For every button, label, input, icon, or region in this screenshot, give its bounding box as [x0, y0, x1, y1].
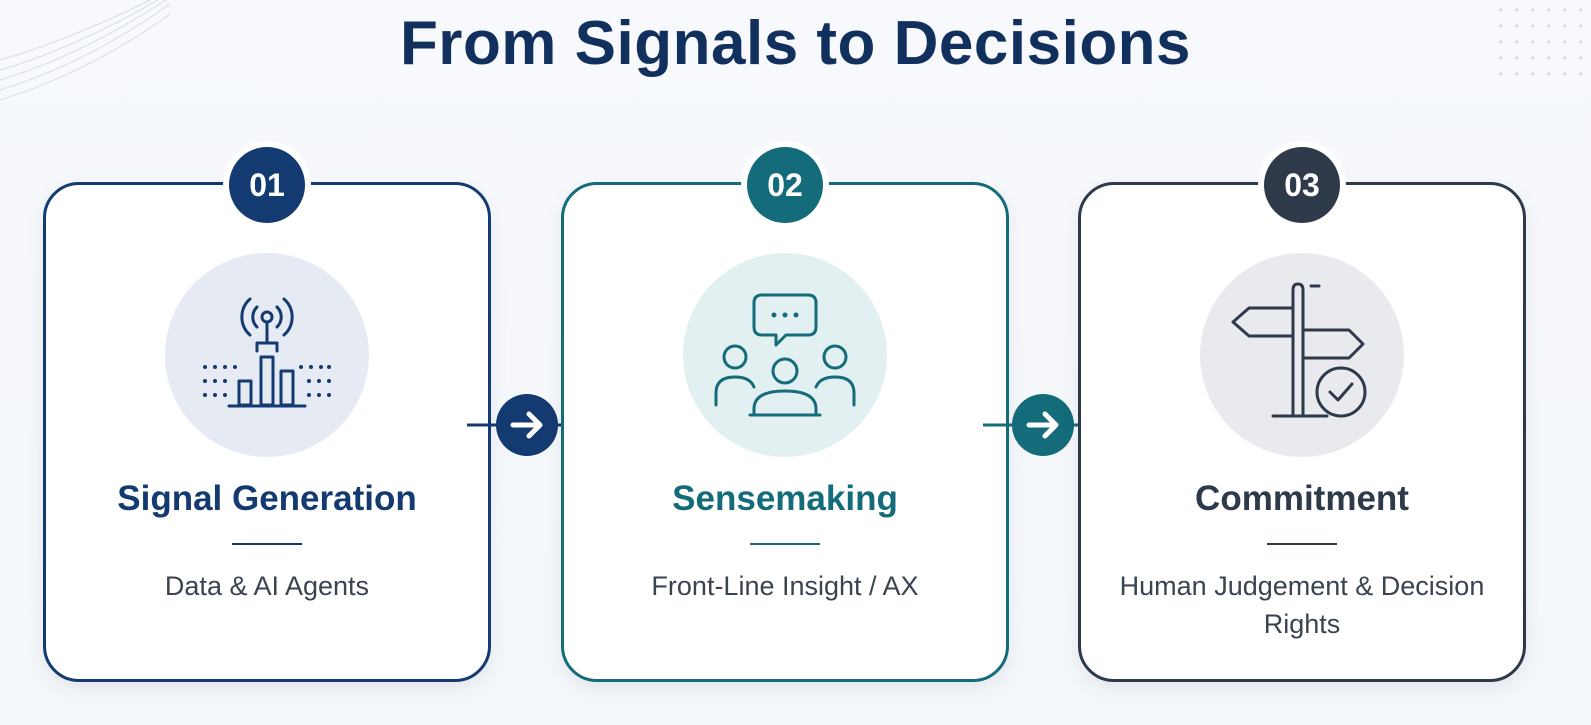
signal-tower-icon	[203, 297, 331, 408]
icon-circle	[1200, 253, 1404, 457]
step-subtitle: Human Judgement & Decision Rights	[1119, 571, 1485, 639]
signpost-check-icon	[1231, 282, 1367, 418]
title-divider	[232, 543, 302, 545]
decorative-curves	[0, 0, 170, 101]
step-card-commitment: 03 Commitment Human Judgement & Decision…	[1078, 147, 1526, 682]
team-chat-icon	[714, 293, 856, 417]
step-title: Sensemaking	[672, 479, 898, 518]
step-number-badge: 03	[1264, 147, 1340, 223]
step-subtitle: Front-Line Insight / AX	[651, 571, 919, 601]
step-subtitle: Data & AI Agents	[164, 571, 370, 601]
step-number-badge: 01	[229, 147, 305, 223]
icon-circle	[165, 253, 369, 457]
title-divider	[1267, 543, 1337, 545]
step-title: Signal Generation	[117, 479, 417, 518]
step-card-signal-generation: 01 Signal Generation Data & AI A	[43, 147, 491, 682]
step-card-sensemaking: 02 Sensemaking Front-Line Insight / AX	[561, 147, 1009, 682]
decorative-dots	[1499, 8, 1583, 76]
title-divider	[750, 543, 820, 545]
step-number-badge: 02	[747, 147, 823, 223]
icon-circle	[683, 253, 887, 457]
page-title: From Signals to Decisions	[399, 9, 1192, 78]
step-title: Commitment	[1195, 479, 1409, 518]
